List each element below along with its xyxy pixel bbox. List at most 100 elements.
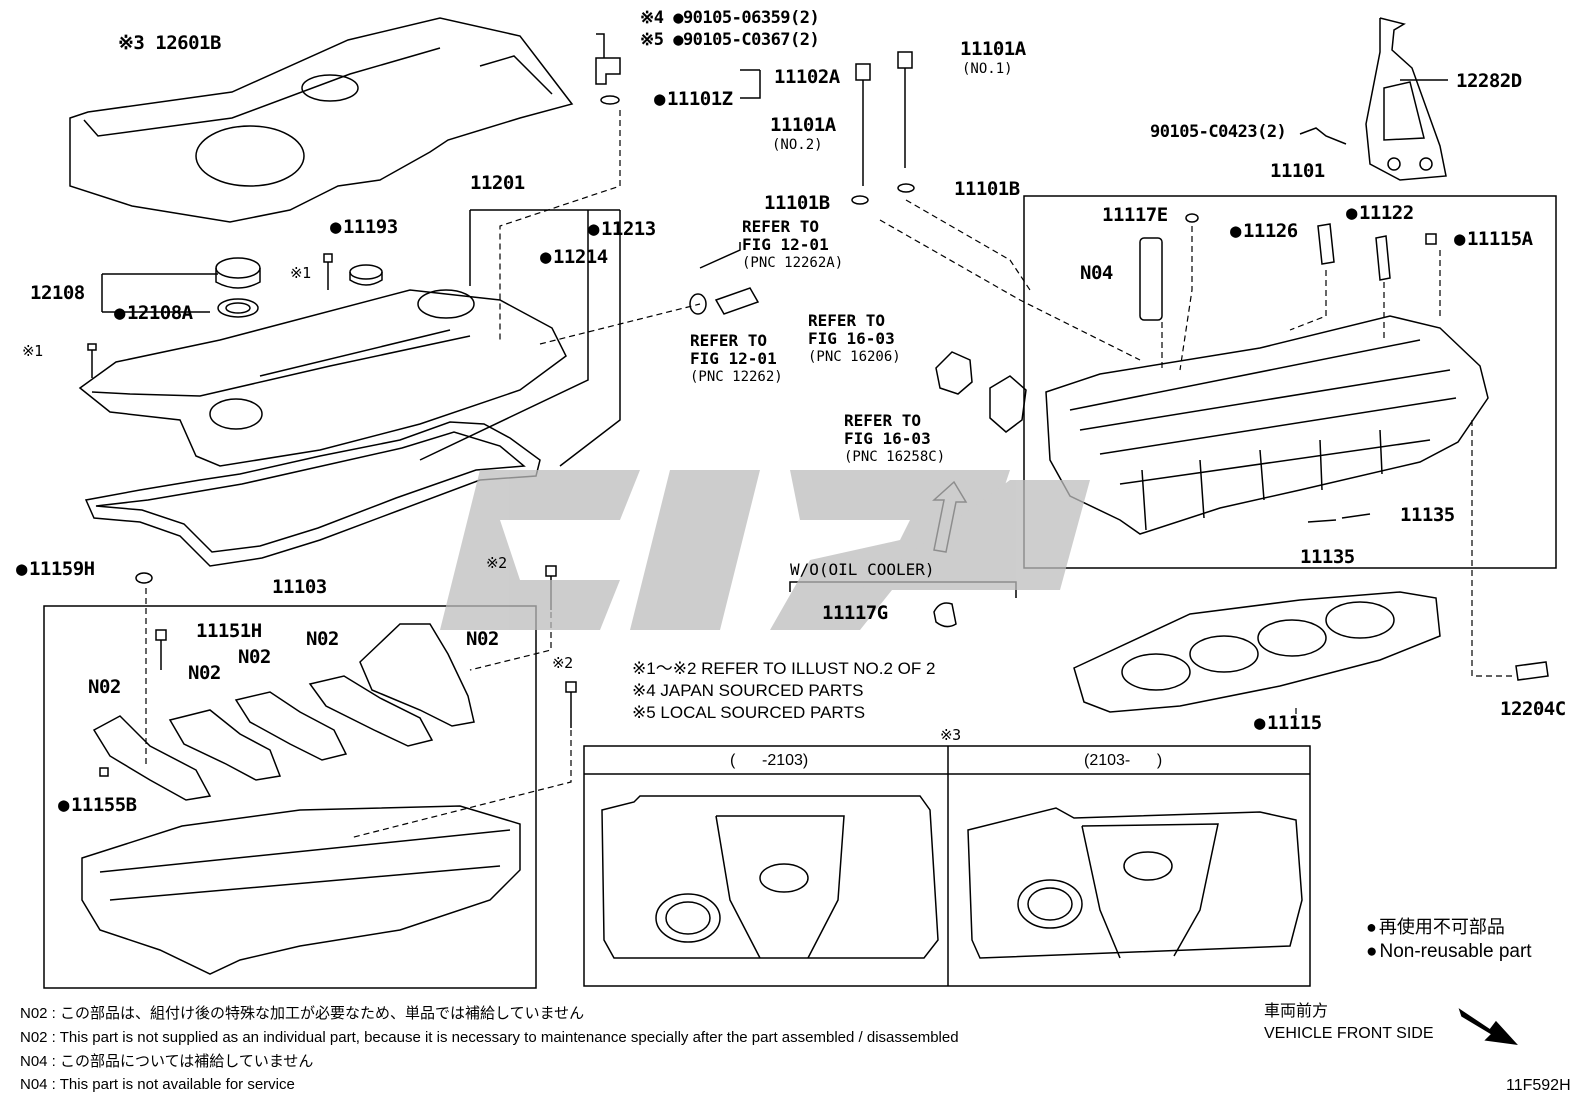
label-11103: 11103 [272, 576, 327, 598]
label-90105-C0423: 90105-C0423(2) [1150, 122, 1287, 142]
pin-11135 [1307, 513, 1371, 523]
oil-filler-hole [209, 398, 263, 430]
note-local-sourced: ※5 LOCAL SOURCED PARTS [632, 703, 866, 722]
clamp-12262A [689, 293, 707, 315]
bolt-1b [323, 253, 333, 290]
label-11102A: 11102A [774, 66, 840, 88]
head-cover-port [417, 289, 475, 319]
bolt-11101A-no1 [897, 51, 913, 168]
footnote-n04-en: N04 : This part is not available for ser… [20, 1076, 295, 1093]
label-12108: 12108 [30, 282, 85, 304]
direction-jp: 車両前方 [1264, 1003, 1329, 1020]
label-star3-inset: ※3 [940, 726, 961, 744]
label-11115: 11115 [1254, 714, 1322, 733]
label-11101A-no1-sub: (NO.1) [962, 61, 1013, 77]
bolt-90105-C0423 [1299, 127, 1347, 145]
note-refer-illust: ※1～※2 REFER TO ILLUST NO.2 OF 2 [632, 659, 936, 678]
cylinder-head [1045, 315, 1489, 535]
plug-11155B [99, 767, 109, 777]
part-16206 [935, 351, 973, 395]
footnote-n04-jp: N04 : この部品については補給していません [20, 1053, 314, 1070]
label-11101B-right: 11101B [954, 178, 1020, 200]
label-90105-C0367: ※5 ●90105-C0367(2) [640, 30, 820, 50]
bearing-cap-5 [359, 623, 475, 727]
bearing-cap-1 [92, 715, 212, 801]
bearing-cap-3 [234, 691, 348, 761]
label-star2-a: ※2 [486, 554, 507, 572]
plug-12204C [1515, 661, 1549, 681]
washer-11101B-a [851, 195, 869, 205]
engine-hanger-12282D [1365, 17, 1447, 181]
pin-N04 [1139, 237, 1163, 321]
plug-11159H [135, 572, 153, 584]
label-N02-c: N02 [238, 646, 271, 668]
washer-11101B-b [897, 183, 915, 193]
label-11135-right: 11135 [1400, 504, 1455, 526]
label-11101A-no2-sub: (NO.2) [772, 137, 823, 153]
label-N04: N04 [1080, 262, 1113, 284]
label-11117E: 11117E [1102, 204, 1168, 226]
label-11193: 11193 [330, 218, 398, 237]
cover-oil-port [195, 125, 305, 187]
label-11126: 11126 [1230, 222, 1298, 241]
label-11159H: 11159H [16, 560, 95, 579]
inset-header-right: (2103- ) [1084, 752, 1163, 769]
label-N02-e: N02 [88, 676, 121, 698]
label-star2-b: ※2 [552, 654, 573, 672]
legend-en: Non-reusable part [1366, 942, 1531, 961]
vehicle-front-arrow [1458, 1008, 1518, 1046]
head-gasket-11115 [1073, 591, 1441, 713]
footnote-n02-en: N02 : This part is not supplied as an in… [20, 1029, 959, 1046]
label-N02-d: N02 [188, 662, 221, 684]
gasket-16258C [989, 375, 1027, 433]
watermark [440, 470, 1090, 630]
hose-12262 [714, 287, 760, 315]
bolt-2b [565, 681, 577, 728]
o-ring-11101Z [600, 95, 620, 105]
bearing-cap-2 [168, 709, 282, 781]
bearing-cap-4 [308, 675, 434, 747]
label-11214: 11214 [540, 248, 608, 267]
label-90105-06359: ※4 ●90105-06359(2) [640, 8, 820, 28]
label-11135-below: 11135 [1300, 546, 1355, 568]
label-11117G: 11117G [822, 602, 888, 624]
toyota-emblem [301, 74, 359, 102]
label-11213: 11213 [588, 220, 656, 239]
inset-header-left: ( -2103) [730, 752, 809, 769]
cylinder-head-cover [78, 289, 567, 467]
cap-gasket [217, 298, 259, 318]
label-11101: 11101 [1270, 160, 1325, 182]
label-12282D: 12282D [1456, 70, 1522, 92]
cover-variant-old [601, 795, 939, 959]
label-11101B-left: 11101B [764, 192, 830, 214]
wo-oil-cooler-label: W/O(OIL COOLER) [790, 560, 935, 579]
plug-11117G [933, 602, 957, 628]
legend-jp: 再使用不可部品 [1366, 918, 1505, 936]
label-11122: 11122 [1346, 204, 1414, 223]
cover-variant-new [967, 807, 1303, 959]
label-12601B: ※3 12601B [118, 32, 221, 54]
oil-filler-cap [215, 257, 261, 279]
label-N02-a: N02 [306, 628, 339, 650]
direction-en: VEHICLE FRONT SIDE [1264, 1025, 1434, 1042]
label-star1-a: ※1 [290, 264, 311, 282]
label-11101A-no1: 11101A [960, 38, 1026, 60]
label-11101A-no2: 11101A [770, 114, 836, 136]
sensor-11102A [595, 33, 621, 85]
pin-11126 [1317, 223, 1335, 265]
camshaft-housing-box [43, 605, 537, 989]
label-N02-b: N02 [466, 628, 499, 650]
label-11155B: 11155B [58, 796, 137, 815]
label-11115A: 11115A [1454, 230, 1533, 249]
camshaft-housing [81, 805, 521, 975]
cover-variants-box [583, 745, 1311, 987]
bolt-11151H [155, 629, 167, 670]
head-cover-gasket [84, 421, 541, 567]
label-star1-b: ※1 [22, 342, 43, 360]
label-11151H: 11151H [196, 620, 262, 642]
